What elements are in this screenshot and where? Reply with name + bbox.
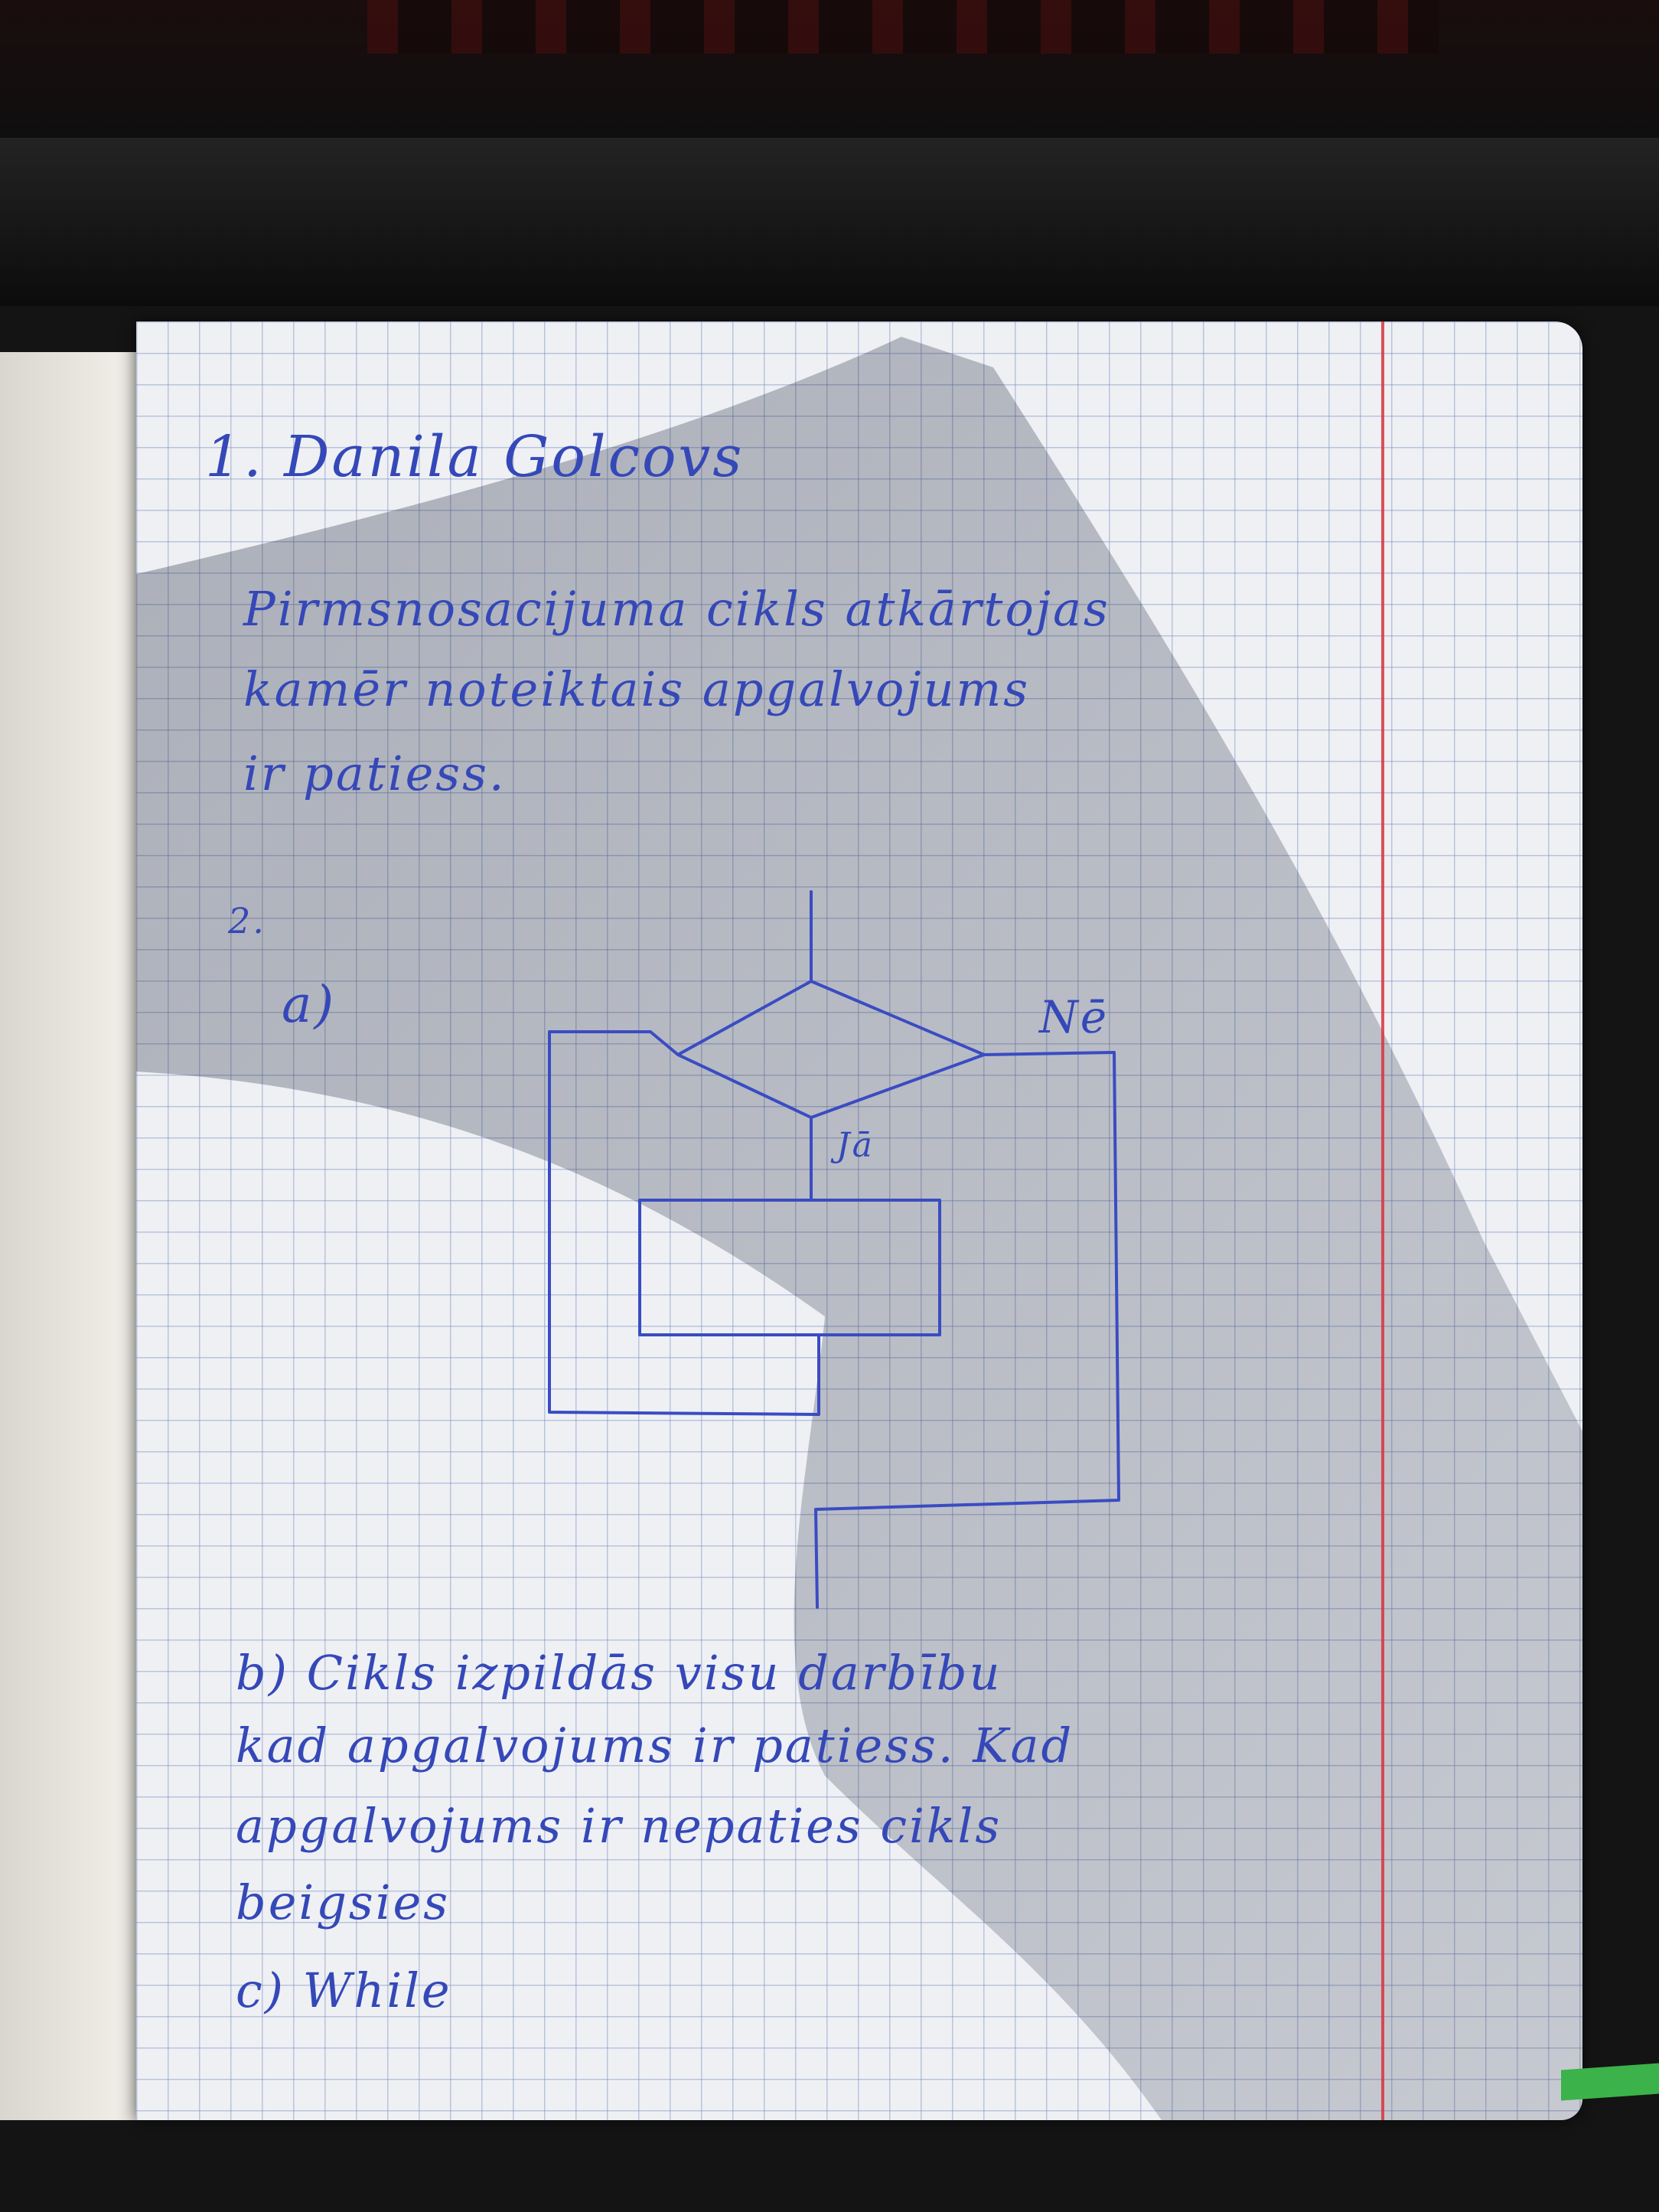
flow-no-line	[814, 1051, 1120, 1609]
flow-yes-label: Jā	[836, 1126, 875, 1165]
part-a-label: a)	[282, 975, 337, 1034]
paragraph1-line2: kamēr noteiktais apgalvojums	[243, 661, 1031, 717]
background-red-object	[367, 0, 1439, 54]
paragraph1-line1: Pirmsnosacijuma cikls atkārtojas	[243, 581, 1110, 637]
process-box	[638, 1199, 941, 1336]
green-object-edge	[1561, 2063, 1659, 2101]
part-b-line1: b) Cikls izpildās visu darbību	[236, 1645, 1002, 1701]
red-margin-line	[1381, 321, 1384, 2120]
heading: 1. Danila Golcovs	[205, 424, 745, 490]
decision-diamond	[676, 980, 986, 1119]
notebook-page: 1. Danila Golcovs Pirmsnosacijuma cikls …	[136, 321, 1582, 2120]
section2-label: 2.	[228, 900, 266, 941]
loop-back-line	[548, 1030, 820, 1416]
flowchart	[548, 890, 1120, 1609]
part-b-line4: beigsies	[236, 1874, 451, 1930]
part-b-line3: apgalvojums ir nepaties cikls	[236, 1798, 1002, 1854]
part-c: c) While	[236, 1962, 452, 2018]
paragraph1-line3: ir patiess.	[243, 745, 507, 801]
flow-no-label: Nē	[1039, 991, 1110, 1043]
part-b-line2: kad apgalvojums ir patiess. Kad	[236, 1718, 1074, 1773]
background-ledge	[0, 138, 1659, 306]
